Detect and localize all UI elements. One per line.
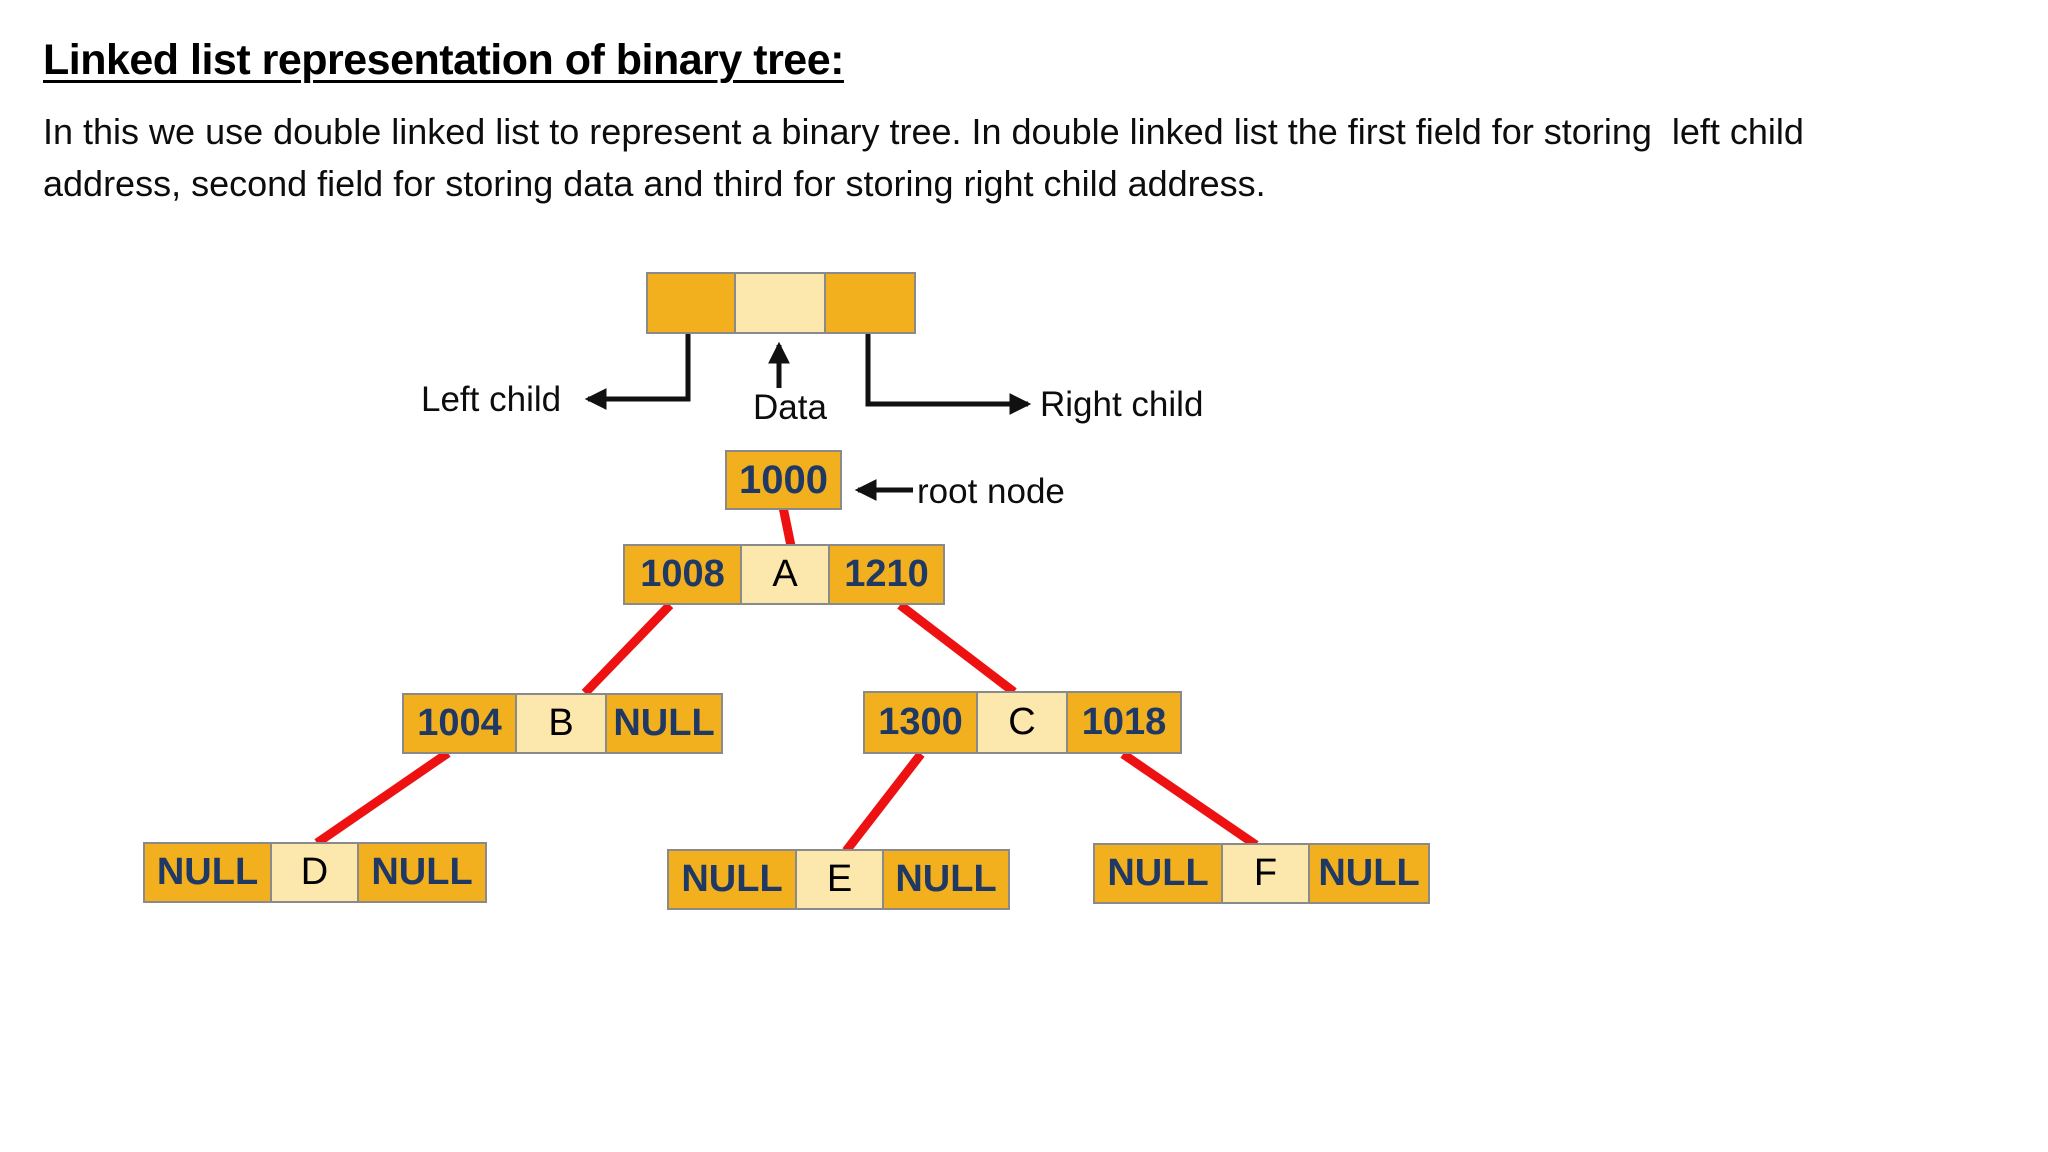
node-e: NULL E NULL [667, 849, 1010, 910]
node-e-right-pointer: NULL [884, 849, 1010, 910]
node-f: NULL F NULL [1093, 843, 1430, 904]
node-e-data: E [797, 849, 884, 910]
root-node-label: root node [917, 472, 1065, 511]
node-d-right-pointer: NULL [359, 842, 487, 903]
node-d-data: D [272, 842, 359, 903]
node-a-left-pointer: 1008 [623, 544, 742, 605]
node-c: 1300 C 1018 [863, 691, 1182, 754]
edge-a-to-c [897, 601, 1017, 696]
intro-line-1: In this we use double linked list to rep… [43, 111, 1804, 152]
node-c-right-pointer: 1018 [1068, 691, 1182, 754]
right-child-label: Right child [1040, 385, 1204, 424]
node-f-data: F [1223, 843, 1310, 904]
edge-a-to-b [581, 601, 674, 697]
node-a-data: A [742, 544, 830, 605]
intro-line-2: address, second field for storing data a… [43, 163, 1266, 204]
page-title: Linked list representation of binary tre… [43, 36, 844, 84]
node-c-left-pointer: 1300 [863, 691, 978, 754]
left-child-arrow [584, 334, 691, 411]
node-a: 1008 A 1210 [623, 544, 945, 605]
node-structure-legend [646, 272, 916, 334]
node-d-left-pointer: NULL [143, 842, 272, 903]
edge-b-to-d [314, 749, 451, 847]
structure-left-cell [646, 272, 736, 334]
intro-paragraph: In this we use double linked list to rep… [43, 106, 2028, 210]
edge-c-to-e [842, 751, 925, 854]
node-c-data: C [978, 691, 1068, 754]
node-f-left-pointer: NULL [1093, 843, 1223, 904]
node-f-right-pointer: NULL [1310, 843, 1430, 904]
edge-c-to-f [1120, 750, 1259, 849]
node-b-left-pointer: 1004 [402, 693, 517, 754]
node-b-right-pointer: NULL [607, 693, 723, 754]
node-e-left-pointer: NULL [667, 849, 797, 910]
node-b-data: B [517, 693, 607, 754]
data-label: Data [753, 388, 827, 427]
right-child-arrow [865, 334, 1032, 416]
edge-rootptr-to-a [778, 506, 796, 547]
left-child-label: Left child [421, 380, 562, 419]
node-d: NULL D NULL [143, 842, 487, 903]
node-b: 1004 B NULL [402, 693, 723, 754]
node-a-right-pointer: 1210 [830, 544, 945, 605]
root-pointer-box: 1000 [725, 450, 842, 510]
structure-data-cell [736, 272, 826, 334]
structure-right-cell [826, 272, 916, 334]
